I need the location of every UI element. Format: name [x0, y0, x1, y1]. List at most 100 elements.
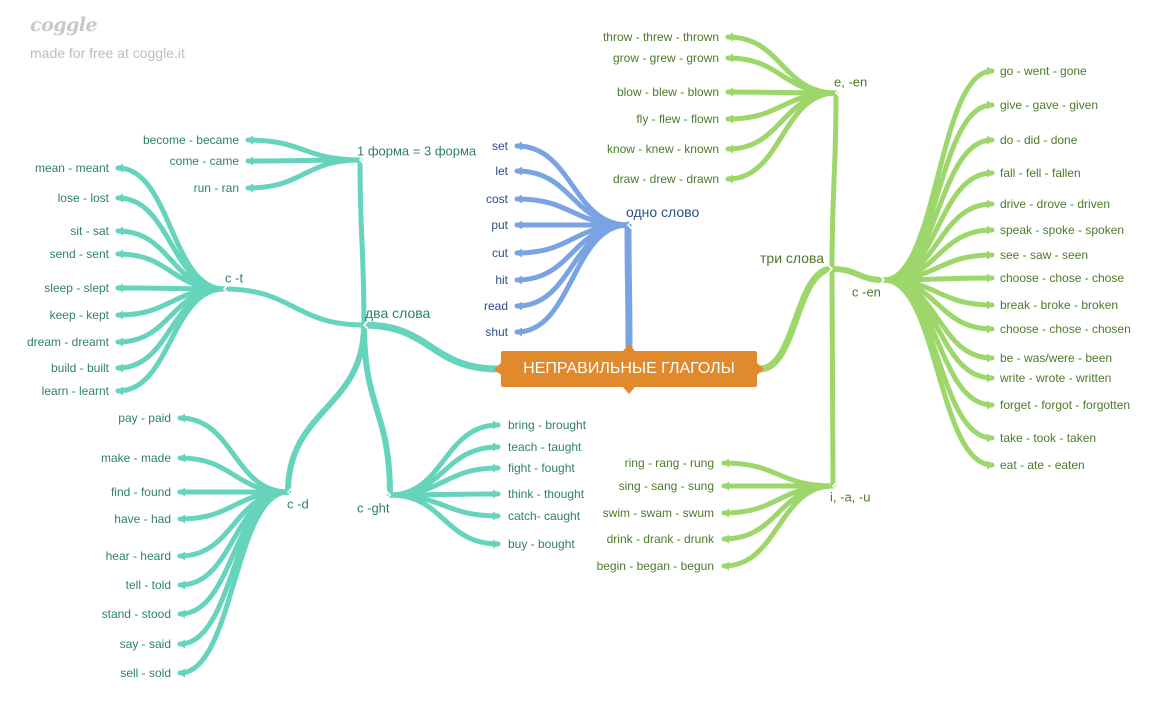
leaf-ct-3[interactable]: send - sent [50, 247, 110, 261]
link-dva-cd [285, 322, 367, 495]
leaf-odno-7[interactable]: shut [485, 325, 508, 339]
leaf-cen-14[interactable]: eat - ate - eaten [1000, 458, 1085, 472]
leaf-ct-0[interactable]: mean - meant [35, 161, 110, 175]
link-cd-leaf [177, 489, 291, 676]
node-f13[interactable]: 1 форма = 3 форма [357, 144, 477, 159]
leaf-handle [987, 460, 994, 470]
leaf-handle [987, 199, 994, 209]
leaf-cd-5[interactable]: tell - told [126, 578, 171, 592]
leaf-iau-1[interactable]: sing - sang - sung [619, 479, 714, 493]
leaf-cen-7[interactable]: choose - chose - chose [1000, 271, 1124, 285]
leaf-iau-2[interactable]: swim - swam - swum [603, 506, 714, 520]
leaf-cght-5[interactable]: buy - bought [508, 537, 575, 551]
leaf-cd-0[interactable]: pay - paid [118, 411, 171, 425]
leaf-cght-0[interactable]: bring - brought [508, 418, 587, 432]
link-cd-leaf [177, 489, 291, 647]
root-handle-top[interactable] [623, 344, 635, 351]
link-een-leaf [725, 90, 839, 182]
leaf-odno-5[interactable]: hit [495, 273, 508, 287]
leaf-cen-1[interactable]: give - gave - given [1000, 98, 1098, 112]
leaf-odno-2[interactable]: cost [486, 192, 509, 206]
leaf-een-5[interactable]: draw - drew - drawn [613, 172, 719, 186]
leaf-odno-4[interactable]: cut [492, 246, 509, 260]
leaf-f13-2[interactable]: run - ran [194, 181, 239, 195]
leaf-cght-2[interactable]: fight - fought [508, 461, 575, 475]
leaf-odno-1[interactable]: let [495, 164, 508, 178]
node-ct[interactable]: с -t [225, 271, 243, 286]
leaf-handle [987, 250, 994, 260]
leaf-handle [116, 193, 123, 203]
leaf-ct-2[interactable]: sit - sat [70, 224, 109, 238]
leaf-handle [987, 300, 994, 310]
node-cght[interactable]: с -ght [357, 501, 390, 516]
leaf-een-2[interactable]: blow - blew - blown [617, 85, 719, 99]
leaf-ct-6[interactable]: dream - dreamt [27, 335, 110, 349]
leaf-odno-0[interactable]: set [492, 139, 509, 153]
leaf-ct-8[interactable]: learn - learnt [42, 384, 110, 398]
leaf-cen-12[interactable]: forget - forgot - forgotten [1000, 398, 1130, 412]
leaf-een-1[interactable]: grow - grew - grown [613, 51, 719, 65]
leaf-cd-7[interactable]: say - said [120, 637, 171, 651]
leaf-iau-0[interactable]: ring - rang - rung [625, 456, 714, 470]
root-handle-left[interactable] [494, 363, 501, 375]
link-f13-leaf [245, 137, 363, 163]
leaf-cd-8[interactable]: sell - sold [120, 666, 171, 680]
leaf-iau-3[interactable]: drink - drank - drunk [607, 532, 715, 546]
leaf-handle [178, 668, 185, 678]
leaf-odno-3[interactable]: put [491, 218, 508, 232]
leaf-cen-6[interactable]: see - saw - seen [1000, 248, 1088, 262]
leaf-cen-8[interactable]: break - broke - broken [1000, 298, 1118, 312]
leaf-een-0[interactable]: throw - threw - thrown [603, 30, 719, 44]
leaf-handle [987, 168, 994, 178]
leaf-cen-2[interactable]: do - did - done [1000, 133, 1078, 147]
node-iau[interactable]: i, -a, -u [830, 490, 870, 505]
leaf-handle [987, 100, 994, 110]
link-een-leaf [725, 34, 839, 96]
leaf-handle [178, 413, 185, 423]
root-handle-right[interactable] [757, 363, 764, 375]
leaf-handle [515, 220, 522, 230]
root-handle-bottom[interactable] [623, 387, 635, 394]
leaf-ct-1[interactable]: lose - lost [58, 191, 110, 205]
leaf-cen-13[interactable]: take - took - taken [1000, 431, 1096, 445]
leaf-een-4[interactable]: know - knew - known [607, 142, 719, 156]
leaf-iau-4[interactable]: begin - began - begun [597, 559, 714, 573]
leaf-cd-2[interactable]: find - found [111, 485, 171, 499]
hub-ct [222, 283, 230, 295]
leaf-cen-10[interactable]: be - was/were - been [1000, 351, 1112, 365]
leaf-ct-4[interactable]: sleep - slept [44, 281, 109, 295]
leaf-handle [726, 87, 733, 97]
leaf-odno-6[interactable]: read [484, 299, 508, 313]
leaf-cd-3[interactable]: have - had [114, 512, 171, 526]
leaf-cen-9[interactable]: choose - chose - chosen [1000, 322, 1131, 336]
leaf-f13-0[interactable]: become - became [143, 133, 239, 147]
leaf-cght-1[interactable]: teach - taught [508, 440, 582, 454]
leaf-handle [116, 386, 123, 396]
leaf-cd-1[interactable]: make - made [101, 451, 171, 465]
hub-dva [362, 319, 370, 331]
node-cen[interactable]: с -en [852, 285, 881, 300]
node-cd[interactable]: с -d [287, 497, 309, 512]
leaf-ct-5[interactable]: keep - kept [50, 308, 110, 322]
leaf-cght-4[interactable]: catch- caught [508, 509, 581, 523]
leaf-cd-6[interactable]: stand - stood [102, 607, 171, 621]
node-odno-slovo[interactable]: одно слово [626, 204, 699, 220]
leaf-een-3[interactable]: fly - flew - flown [636, 112, 719, 126]
leaf-cen-0[interactable]: go - went - gone [1000, 64, 1087, 78]
leaf-f13-1[interactable]: come - came [170, 154, 240, 168]
leaf-cen-5[interactable]: speak - spoke - spoken [1000, 223, 1124, 237]
leaf-cen-4[interactable]: drive - drove - driven [1000, 197, 1110, 211]
leaf-cen-3[interactable]: fall - fell - fallen [1000, 166, 1081, 180]
link-odno-leaf [514, 222, 631, 335]
leaf-ct-7[interactable]: build - built [51, 361, 110, 375]
node-een[interactable]: e, -en [834, 75, 867, 90]
root-label[interactable]: НЕПРАВИЛЬНЫЕ ГЛАГОЛЫ [523, 360, 735, 377]
link-ct-leaf [115, 286, 227, 394]
leaf-cen-11[interactable]: write - wrote - written [999, 371, 1111, 385]
node-tri-slova[interactable]: три слова [760, 250, 824, 266]
leaf-cght-3[interactable]: think - thought [508, 487, 585, 501]
leaf-handle [722, 508, 729, 518]
node-dva-slova[interactable]: два слова [365, 305, 431, 321]
root-node-box[interactable] [501, 351, 757, 387]
leaf-cd-4[interactable]: hear - heard [106, 549, 171, 563]
